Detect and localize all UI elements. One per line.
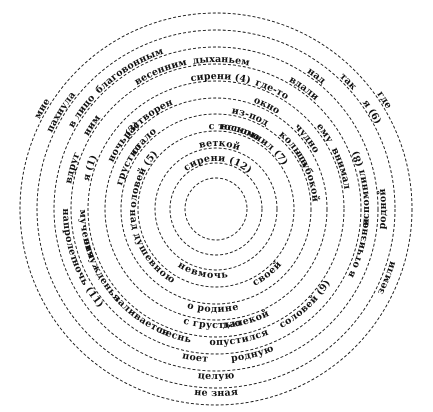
word-text-53: с грустью <box>182 316 242 331</box>
word-3: дыханьем <box>192 54 250 69</box>
ring-3 <box>154 147 278 271</box>
ring-2 <box>169 162 263 256</box>
word-27: не зная <box>194 387 239 399</box>
word-text-26: целую <box>197 370 235 382</box>
ring-6 <box>104 97 328 321</box>
word-53: с грустью <box>182 316 242 331</box>
word-text-43: веткой <box>198 138 241 153</box>
word-43: веткой <box>198 138 241 153</box>
ring-7 <box>87 80 345 338</box>
ring-4 <box>137 130 295 288</box>
word-text-52: о родине <box>186 300 239 315</box>
word-26: целую <box>197 370 235 382</box>
ring-8 <box>70 63 362 355</box>
ring-1 <box>184 177 248 241</box>
word-21: родной <box>377 188 389 230</box>
ring-9 <box>53 46 379 372</box>
word-text-27: не зная <box>194 387 239 399</box>
word-19: я <box>360 218 372 226</box>
word-52: о родине <box>186 300 239 315</box>
word-text-3: дыханьем <box>192 54 250 69</box>
ring-10 <box>36 29 396 389</box>
dashed-rings <box>19 12 413 406</box>
ring-11 <box>19 12 413 406</box>
word-text-21: родной <box>377 188 389 230</box>
word-text-19: я <box>360 218 372 226</box>
ring-5 <box>120 113 312 305</box>
